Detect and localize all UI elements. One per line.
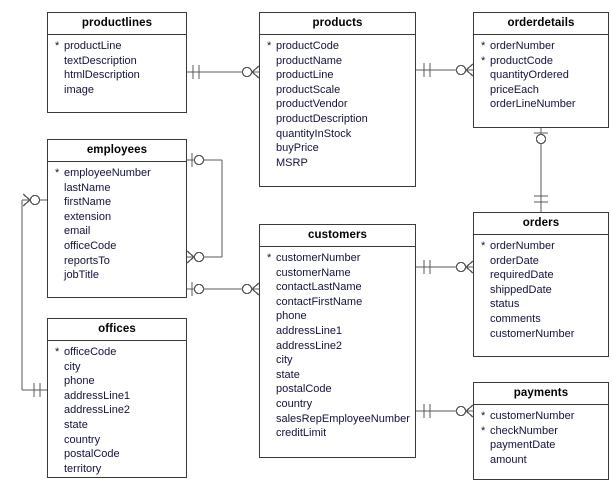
attribute-payments-paymentDate: paymentDate — [490, 439, 556, 452]
attribute-products-MSRP: MSRP — [276, 156, 308, 169]
entity-title-productlines: productlines — [48, 13, 186, 35]
attribute-offices-addressLine2: addressLine2 — [64, 404, 131, 417]
primary-key-attribute-productlines-productLine: productLine — [54, 39, 184, 54]
attribute-customers-addressLine2: addressLine2 — [276, 339, 343, 352]
entity-title-orderdetails: orderdetails — [474, 13, 608, 35]
attribute-offices-postalCode: postalCode — [64, 448, 120, 461]
attribute-offices-addressLine1: addressLine1 — [64, 389, 131, 402]
attribute-list-orderdetails: orderNumberproductCodequantityOrderedpri… — [474, 35, 608, 117]
entity-title-employees: employees — [48, 140, 186, 162]
attribute-products-productDescription: productDescription — [276, 112, 368, 125]
relationship-employees-offices — [21, 193, 47, 397]
attribute-customers-contactFirstName: contactFirstName — [276, 295, 363, 308]
attribute-products-quantityInStock: quantityInStock — [276, 127, 352, 140]
relationship-employees-reportsto — [186, 153, 223, 264]
attribute-customers-salesRepEmployeeNumber: salesRepEmployeeNumber — [276, 412, 410, 425]
attribute-orders-requiredDate: requiredDate — [490, 269, 554, 282]
entity-title-payments: payments — [474, 383, 608, 405]
attribute-orders-status: status — [490, 298, 520, 311]
attribute-orders-shippedDate: shippedDate — [490, 283, 552, 296]
entity-payments[interactable]: paymentscustomerNumbercheckNumberpayment… — [473, 382, 609, 480]
attribute-offices-phone: phone — [64, 375, 95, 388]
attribute-products-buyPrice: buyPrice — [276, 142, 319, 155]
entity-title-offices: offices — [48, 319, 186, 341]
attribute-customers-postalCode: postalCode — [276, 383, 332, 396]
entity-title-customers: customers — [260, 225, 415, 247]
attribute-productlines-textDescription: textDescription — [64, 54, 137, 67]
attribute-customers-contactLastName: contactLastName — [276, 281, 362, 294]
attribute-list-payments: customerNumbercheckNumberpaymentDateamou… — [474, 405, 608, 472]
primary-key-attribute-orders-orderNumber: orderNumber — [480, 239, 606, 254]
attribute-offices-state: state — [64, 418, 88, 431]
attribute-employees-lastName: lastName — [64, 181, 111, 194]
attribute-customers-country: country — [276, 397, 313, 410]
attribute-orders-customerNumber: customerNumber — [490, 327, 575, 340]
attribute-customers-state: state — [276, 368, 300, 381]
primary-key-attribute-payments-customerNumber: customerNumber — [480, 409, 606, 424]
primary-key-attribute-orderdetails-orderNumber: orderNumber — [480, 39, 606, 54]
attribute-orders-orderDate: orderDate — [490, 254, 539, 267]
relationship-employees-customers — [187, 282, 260, 296]
attribute-offices-country: country — [64, 433, 101, 446]
relationship-productlines-products — [187, 65, 260, 79]
relationship-products-orderdetails — [416, 63, 474, 77]
entity-title-orders: orders — [474, 213, 608, 235]
primary-key-attribute-offices-officeCode: officeCode — [54, 345, 184, 360]
attribute-employees-reportsTo: reportsTo — [64, 254, 110, 267]
attribute-products-productLine: productLine — [276, 69, 334, 82]
primary-key-attribute-products-productCode: productCode — [266, 39, 413, 54]
relationship-customers-orders — [416, 260, 474, 274]
attribute-employees-officeCode: officeCode — [64, 239, 117, 252]
attribute-orders-comments: comments — [490, 312, 541, 325]
attribute-payments-amount: amount — [490, 453, 527, 466]
attribute-orderdetails-quantityOrdered: quantityOrdered — [490, 69, 569, 82]
attribute-employees-extension: extension — [64, 210, 112, 223]
attribute-customers-creditLimit: creditLimit — [276, 427, 327, 440]
attribute-productlines-image: image — [64, 83, 94, 96]
relationship-customers-payments — [416, 404, 474, 418]
entity-orderdetails[interactable]: orderdetailsorderNumberproductCodequanti… — [473, 12, 609, 128]
entity-title-products: products — [260, 13, 415, 35]
attribute-offices-city: city — [64, 360, 81, 373]
attribute-employees-jobTitle: jobTitle — [64, 269, 100, 282]
attribute-customers-customerName: customerName — [276, 266, 351, 279]
attribute-customers-city: city — [276, 354, 293, 367]
attribute-list-products: productCodeproductNameproductLineproduct… — [260, 35, 415, 175]
attribute-employees-firstName: firstName — [64, 196, 112, 209]
attribute-products-productScale: productScale — [276, 83, 341, 96]
primary-key-attribute-customers-customerNumber: customerNumber — [266, 251, 413, 266]
attribute-orderdetails-orderLineNumber: orderLineNumber — [490, 98, 576, 111]
attribute-productlines-htmlDescription: htmlDescription — [64, 69, 140, 82]
attribute-employees-email: email — [64, 225, 91, 238]
attribute-orderdetails-priceEach: priceEach — [490, 83, 539, 96]
attribute-products-productName: productName — [276, 54, 343, 67]
primary-key-attribute-orderdetails-productCode: productCode — [480, 54, 606, 69]
primary-key-attribute-payments-checkNumber: checkNumber — [480, 424, 606, 439]
relationship-orderdetails-orders — [534, 128, 548, 212]
attribute-offices-territory: territory — [64, 462, 102, 475]
attribute-customers-phone: phone — [276, 310, 307, 323]
attribute-products-productVendor: productVendor — [276, 98, 348, 111]
attribute-customers-addressLine1: addressLine1 — [276, 324, 343, 337]
primary-key-attribute-employees-employeeNumber: employeeNumber — [54, 166, 184, 181]
